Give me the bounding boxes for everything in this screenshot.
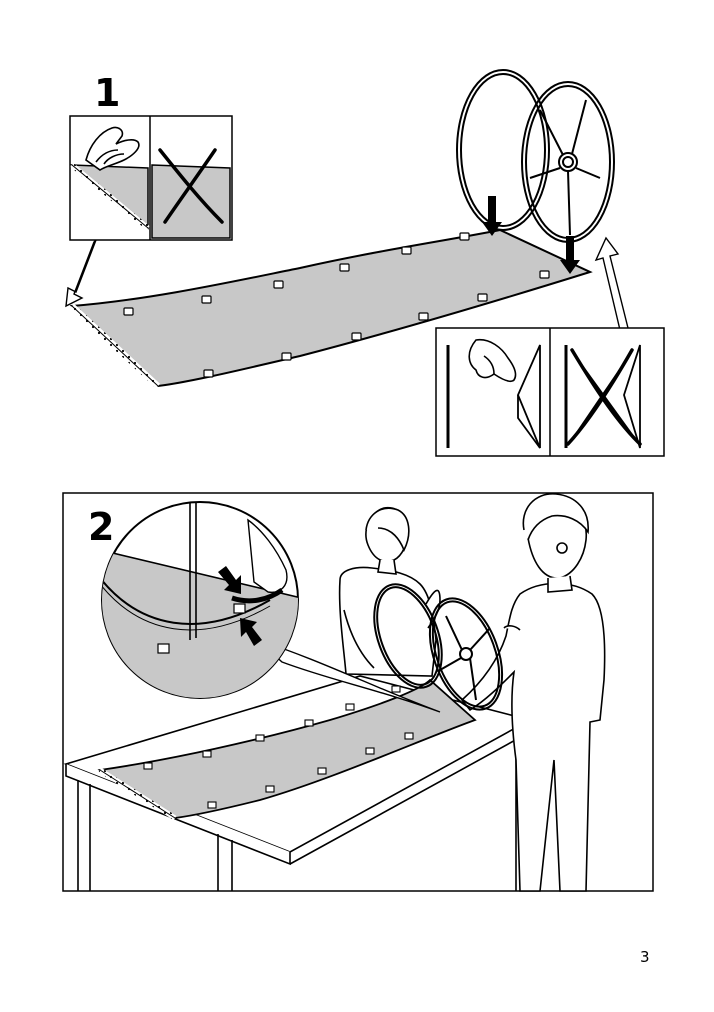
cross-out-icon (566, 348, 642, 446)
page-number: 3 (640, 948, 650, 966)
fabric-strip-step2 (97, 678, 477, 821)
step-number-1: 1 (94, 71, 121, 115)
cross-out-icon (158, 148, 224, 224)
clips-step1 (123, 232, 550, 378)
step2-illustration (62, 492, 654, 892)
step1-inset-bottom (435, 327, 665, 457)
hand-icon (85, 126, 140, 171)
arrow-down-icon (218, 566, 241, 594)
person-left (338, 506, 441, 677)
arrow-up-icon (240, 618, 262, 646)
lamp-rings-step2 (373, 583, 504, 711)
step-number-2: 2 (88, 505, 115, 549)
magnified-detail (101, 501, 299, 699)
hand-icon (468, 338, 517, 383)
fabric-strip-step1 (69, 228, 593, 389)
lamp-rings-step1 (456, 69, 615, 243)
arrow-down-icon (482, 196, 580, 274)
step1-inset-top (69, 115, 233, 241)
magnifier-pointer (257, 639, 441, 713)
step1-illustration (65, 69, 665, 457)
